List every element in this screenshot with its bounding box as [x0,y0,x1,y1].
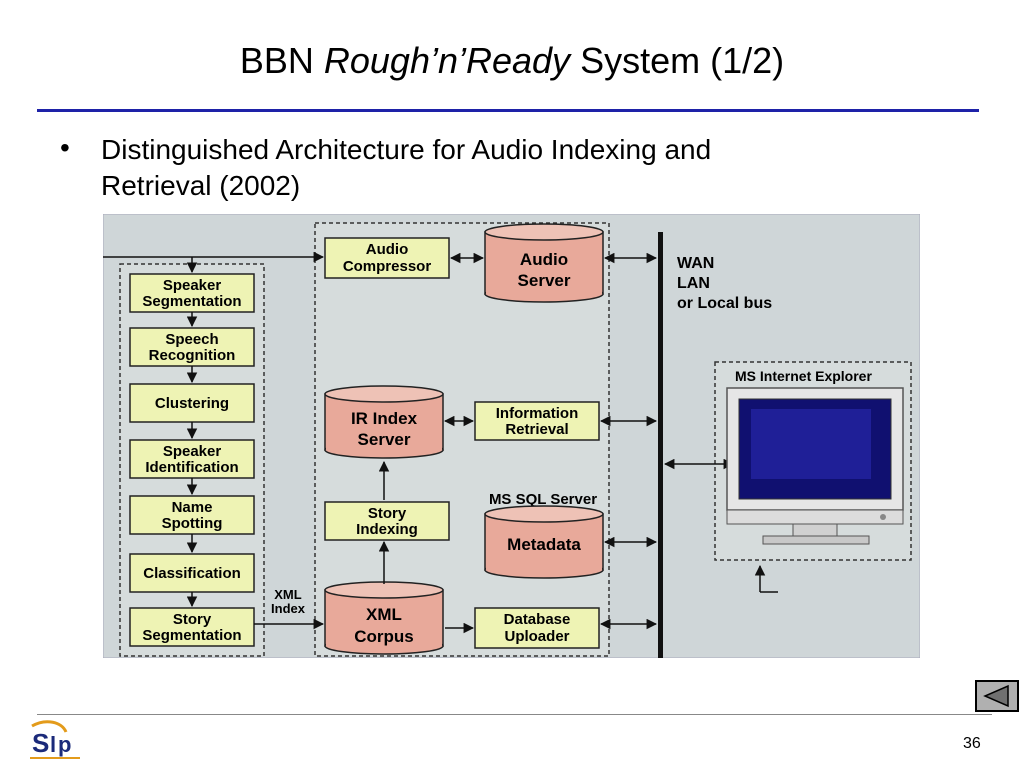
bullet-line-1: Distinguished Architecture for Audio Ind… [101,134,712,165]
ir-index-server-cylinder: IR Index Server [324,385,444,459]
bullet-line-2: Retrieval (2002) [101,170,301,201]
name-spotting-line1: Name [172,499,213,516]
metadata-cylinder: Metadata [484,505,604,579]
database-uploader-line2: Uploader [504,628,569,645]
title-divider [37,109,979,112]
story-indexing-line2: Indexing [356,521,418,538]
information-retrieval-line2: Retrieval [505,421,568,438]
pipeline-arrows [103,251,325,630]
story-indexing-box: Story Indexing [324,501,450,541]
monitor-icon [726,387,904,545]
footer-divider [37,714,992,715]
architecture-diagram: Speaker Segmentation Speech Recognition … [103,214,920,658]
name-spotting-box: Name Spotting [129,495,255,535]
speaker-segmentation-line2: Segmentation [142,293,241,310]
audio-compressor-line1: Audio [366,241,409,258]
clustering-box: Clustering [129,383,255,423]
speaker-identification-line2: Identification [145,459,238,476]
bullet-text: Distinguished Architecture for Audio Ind… [101,132,901,204]
classification-box: Classification [129,553,255,593]
xml-corpus-cylinder: XML Corpus [324,581,444,655]
title-italic: Rough’n’Ready [323,40,571,81]
network-label-wan: WAN [677,255,714,272]
information-retrieval-line1: Information [496,405,579,422]
speaker-segmentation-box: Speaker Segmentation [129,273,255,313]
audio-compressor-box: Audio Compressor [324,237,450,279]
story-segmentation-line1: Story [173,611,212,628]
xml-corpus-line2: Corpus [354,627,414,646]
speech-recognition-line2: Recognition [149,347,236,364]
svg-text:p: p [58,732,71,757]
audio-compressor-line2: Compressor [343,258,432,275]
xml-index-label-line2: Index [271,601,306,616]
server-arrows [378,252,778,634]
metadata-label: Metadata [507,535,581,554]
audio-server-line1: Audio [520,250,568,269]
ms-sql-server-label: MS SQL Server [489,491,597,508]
back-arrow-icon [983,684,1009,708]
back-button[interactable] [975,680,1019,712]
speech-recognition-box: Speech Recognition [129,327,255,367]
database-uploader-line1: Database [504,611,571,628]
slide-title: BBN Rough’n’Ready System (1/2) [0,40,1024,82]
slp-logo: S l p [30,720,80,759]
ir-index-server-line2: Server [358,430,411,449]
network-label-local-bus: or Local bus [677,295,772,312]
speaker-identification-box: Speaker Identification [129,439,255,479]
audio-server-cylinder: Audio Server [484,223,604,303]
story-indexing-line1: Story [368,505,407,522]
story-segmentation-line2: Segmentation [142,627,241,644]
xml-corpus-line1: XML [366,605,402,624]
information-retrieval-box: Information Retrieval [474,401,600,441]
ir-index-server-line1: IR Index [351,409,418,428]
classification-label: Classification [143,565,241,582]
speaker-identification-line1: Speaker [163,443,222,460]
xml-index-label-line1: XML [274,587,302,602]
bullet-marker: • [60,132,70,163]
name-spotting-line2: Spotting [162,515,223,532]
database-uploader-box: Database Uploader [474,607,600,649]
speaker-segmentation-line1: Speaker [163,277,222,294]
browser-label: MS Internet Explorer [735,368,872,384]
clustering-label: Clustering [155,395,229,412]
title-prefix: BBN [239,40,324,81]
title-suffix: System (1/2) [570,40,785,81]
network-label-lan: LAN [677,275,710,292]
network-bus [658,232,663,658]
svg-text:l: l [50,732,56,757]
page-number: 36 [963,735,981,752]
speech-recognition-line1: Speech [165,331,218,348]
audio-server-line2: Server [518,271,571,290]
story-segmentation-box: Story Segmentation [129,607,255,647]
svg-text:S: S [32,728,49,758]
